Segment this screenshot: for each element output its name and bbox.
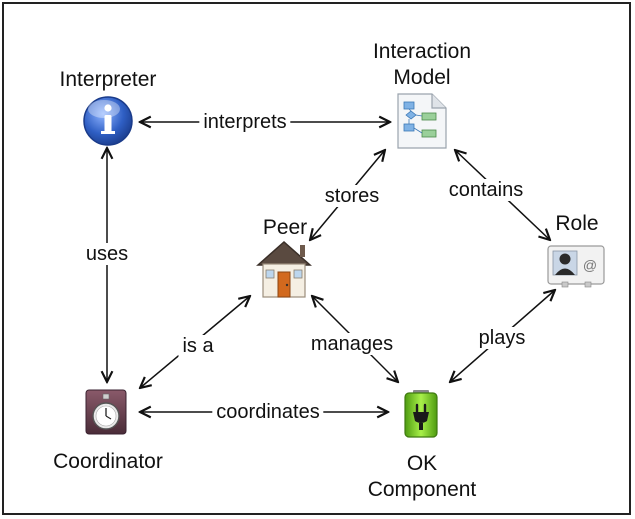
role-label: Role: [555, 212, 599, 235]
interaction-model-label-line2: Model: [393, 66, 451, 89]
interaction-model-label-line1: Interaction: [372, 40, 472, 63]
svg-text:@: @: [583, 257, 597, 273]
edge-label-is-a: is a: [178, 335, 218, 357]
edge-label-contains: contains: [444, 179, 528, 201]
coordinator-label: Coordinator: [53, 450, 163, 473]
ok-component-label-line1: OK: [406, 452, 438, 475]
battery-plug-icon: [404, 390, 438, 438]
edge-label-coordinates: coordinates: [212, 401, 324, 423]
stopwatch-icon: [85, 389, 127, 435]
info-icon: [83, 96, 133, 146]
ok-component-label-line2: Component: [367, 478, 477, 501]
house-icon: [256, 240, 312, 298]
interpreter-label: Interpreter: [59, 68, 157, 91]
edge-label-interprets: interprets: [199, 111, 291, 133]
contact-card-icon: @: [547, 245, 605, 288]
diagram-frame: [2, 2, 631, 515]
edge-label-plays: plays: [474, 327, 530, 349]
document-flowchart-icon: [397, 93, 447, 149]
edge-label-stores: stores: [320, 185, 384, 207]
peer-label: Peer: [262, 216, 308, 239]
edge-label-manages: manages: [306, 333, 398, 355]
edge-label-uses: uses: [81, 243, 133, 265]
